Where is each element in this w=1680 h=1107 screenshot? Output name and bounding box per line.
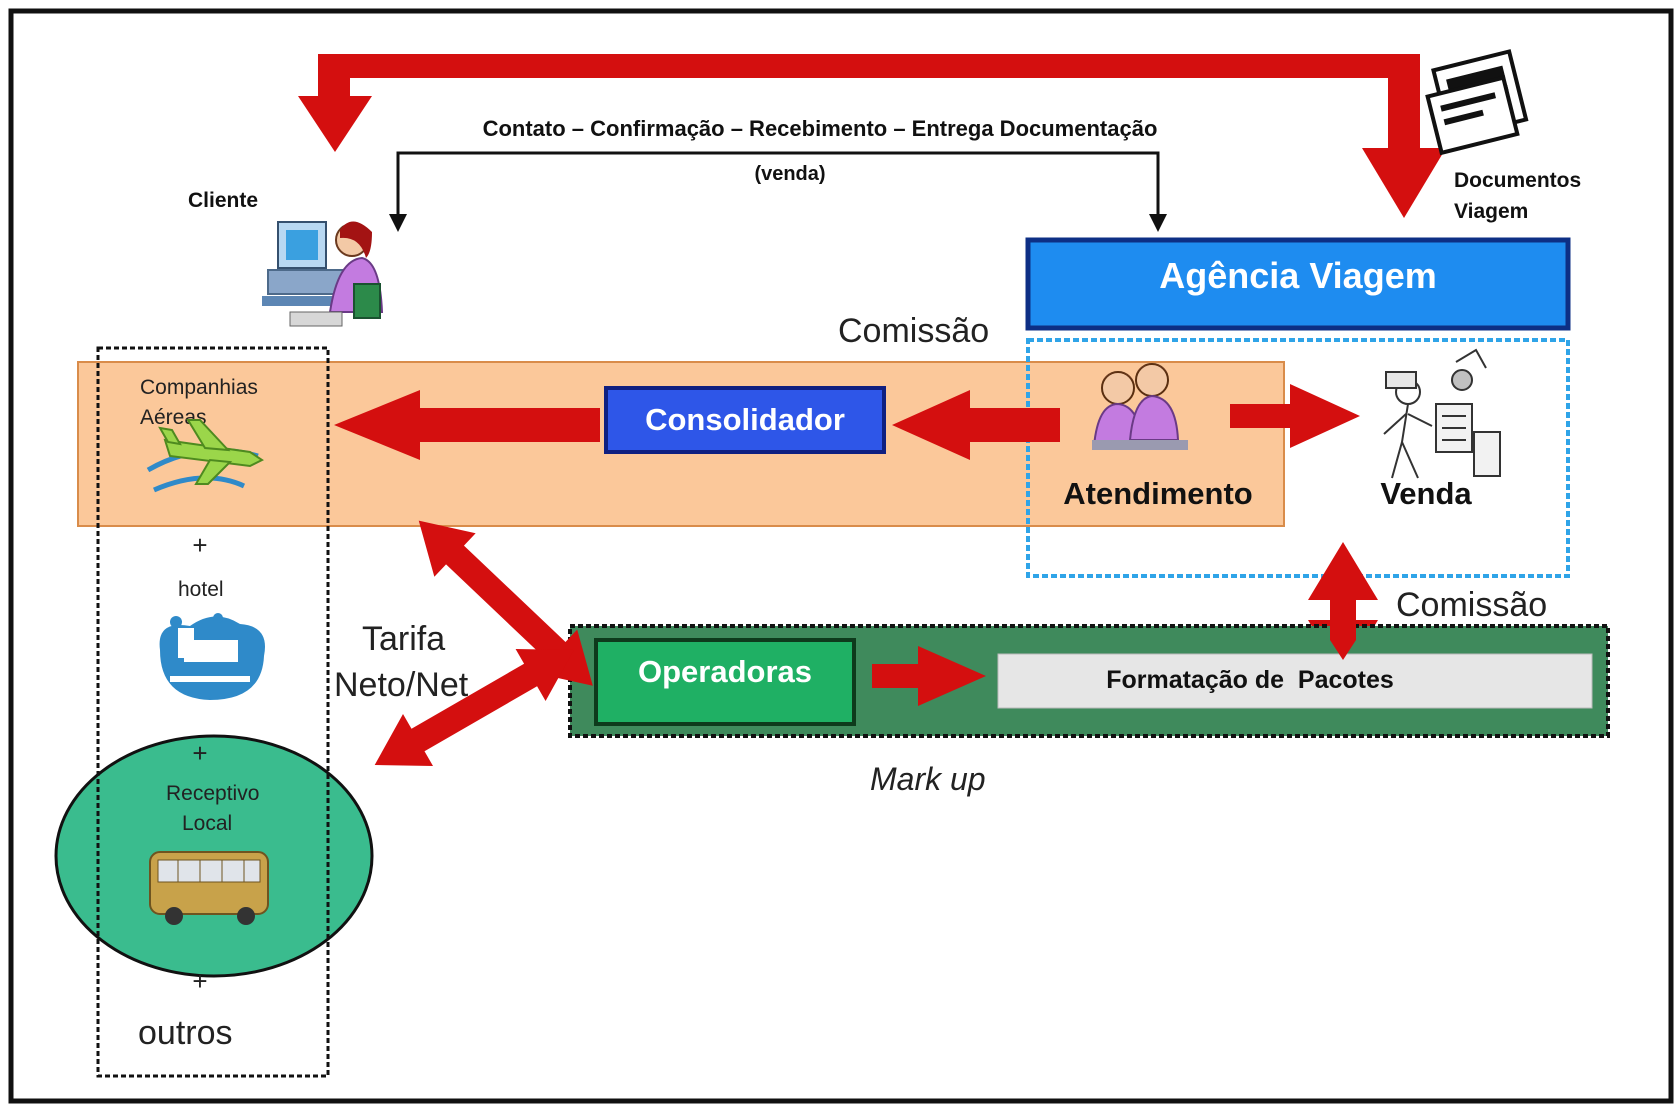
arrow-airlines-operadoras [418,520,593,686]
documentos-label-line1: Documentos [1454,169,1581,192]
receptivo-label-line1: Receptivo [166,782,259,805]
consolidador-label: Consolidador [645,402,845,437]
top-flow-label: Contato – Confirmação – Recebimento – En… [483,116,1158,141]
documentos-label-line2: Viagem [1454,200,1528,223]
agencia-viagem-label: Agência Viagem [1159,255,1436,296]
formatacao-box [997,653,1593,709]
venda-label: Venda [1380,476,1472,511]
woman-at-computer-icon [262,221,384,327]
consolidador-box [604,386,886,454]
airplane-icon [146,419,264,493]
travel-documents-icon [1425,49,1529,156]
suppliers-column-overlay [96,346,330,1078]
formatacao-label: Formatação de Pacotes [1106,666,1394,694]
hotel-bed-icon [159,613,265,700]
plus-sign-2: + [192,738,207,768]
plus-sign-3: + [192,966,207,996]
contact-arrowhead-right [1149,214,1167,232]
cliente-label: Cliente [188,189,258,212]
operadoras-box [594,638,856,726]
tarifa-label-line1: Tarifa [362,620,445,658]
top-loop-arrow [298,54,1446,218]
comissao-top-label: Comissão [838,312,989,350]
comissao-bottom-label: Comissão [1396,586,1547,624]
agencia-services-box [1026,338,1570,578]
arrow-receptivo-operadoras [374,649,574,766]
markup-label: Mark up [870,761,986,797]
receptivo-label-line2: Local [182,812,232,835]
tarifa-label-line2: Neto/Net [334,666,469,704]
traveler-sale-icon [1383,348,1501,479]
arrow-atendimento-to-venda [1230,384,1360,448]
arrow-consolidador-to-airlines [334,390,600,460]
contact-line-arrow [396,151,1160,222]
atendimento-label: Atendimento [1063,476,1252,511]
agencia-viagem-box [1025,237,1571,331]
companhias-label-line1: Companhias [140,376,258,399]
plus-sign-1: + [192,530,207,560]
arrow-agencia-operadoras-overlay [1330,600,1356,660]
bus-icon [149,851,269,925]
operadoras-label: Operadoras [638,654,812,689]
top-flow-sublabel: (venda) [754,163,825,185]
two-agents-icon [1092,363,1188,450]
outros-label: outros [138,1014,233,1052]
arrow-atendimento-to-consolidador [892,390,1060,460]
hotel-label: hotel [178,578,224,601]
arrow-operadoras-to-formatacao [872,646,986,706]
contact-arrowhead-left [389,214,407,232]
